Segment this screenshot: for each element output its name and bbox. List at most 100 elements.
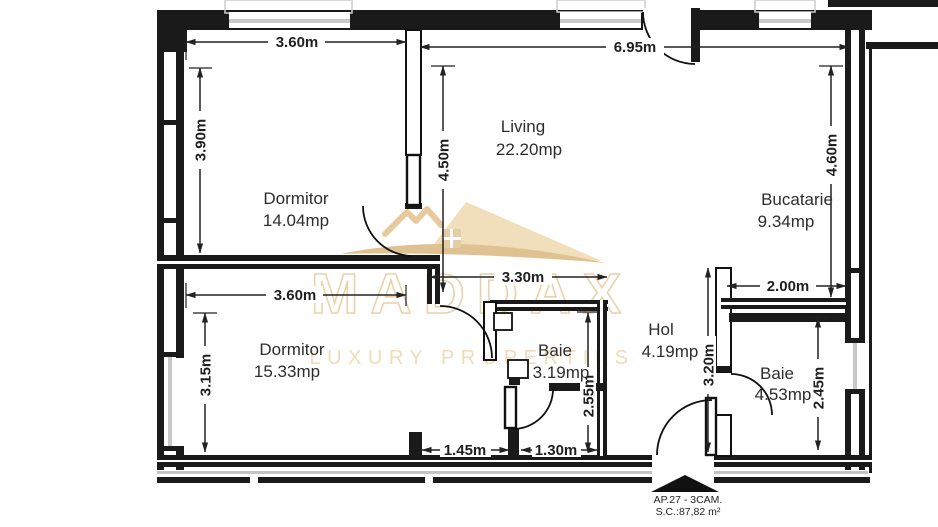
room-label-baie2: Baie 4.53mp (755, 364, 812, 404)
dim-dorm1-width: 3.60m (276, 34, 319, 51)
windows (164, 0, 865, 446)
room-label-living: Living 22.20mp (496, 117, 562, 159)
logo-small-roof (382, 206, 444, 237)
wall-hol-east-upper (715, 267, 732, 373)
fixture-base (509, 377, 520, 385)
wall-accent (157, 471, 868, 474)
room-label-hol: Hol 4.19mp (642, 320, 699, 361)
wall-stripe (490, 304, 608, 307)
wall-stripe (157, 460, 872, 462)
wall-stub (409, 432, 422, 456)
dim-kitchen-width: 2.00m (767, 278, 810, 295)
wall-stripe (157, 261, 440, 264)
door-swing-arc (439, 305, 493, 359)
dim-hall-width: 3.30m (502, 269, 545, 286)
room-area: 15.33mp (254, 362, 320, 381)
dim-dorm1-height: 3.90m (193, 119, 210, 162)
toilet-fixture (493, 312, 513, 331)
room-name: Dormitor (259, 340, 325, 359)
wall-baie2-north (729, 313, 846, 322)
wall-segment (828, 0, 938, 7)
wall-segment (859, 10, 865, 470)
dim-kitchen-height: 4.60m (824, 134, 841, 177)
logo-swoosh (340, 243, 606, 263)
wall-tie (164, 120, 176, 125)
wall-tie (164, 218, 176, 223)
dim-living-width: 6.95m (614, 39, 657, 56)
dim-dorm2-width: 3.60m (274, 287, 317, 304)
wall-stub (508, 428, 519, 456)
door-dormitor1 (362, 153, 422, 257)
room-area: 4.19mp (642, 342, 699, 361)
room-name: Dormitor (263, 189, 329, 208)
room-name: Hol (648, 320, 674, 339)
room-area: 3.19mp (533, 363, 590, 382)
wall-tie (164, 352, 176, 357)
wall-baie1-west (483, 301, 497, 361)
wall-joint (250, 477, 258, 483)
apartment-area: S.C.:87,82 m² (656, 506, 721, 518)
window-bucatarie (759, 12, 811, 28)
wall-baie1-south (549, 383, 607, 391)
apartment-id: AP.27 - 3CAM. (654, 494, 723, 506)
wall-stripe (432, 269, 435, 304)
wall-hol-east-lower (715, 414, 732, 457)
entrance-marker: AP.27 - 3CAM. S.C.:87,82 m² (651, 475, 722, 518)
door-swing-arc (656, 399, 713, 456)
wall-segment (869, 45, 872, 473)
room-name: Baie (538, 341, 572, 360)
door-hinge (716, 366, 731, 372)
window-dormitor1 (229, 12, 350, 28)
door-baie2 (730, 373, 773, 416)
wall-segment (845, 10, 851, 470)
dim-living-height: 4.50m (436, 139, 453, 182)
wall-segment (157, 10, 164, 470)
window-baie2-right (845, 338, 865, 394)
room-label-dormitor2: Dormitor 15.33mp (254, 340, 325, 381)
wall-stripe (721, 302, 846, 305)
door-entrance (652, 396, 718, 485)
watermark: MADDAX LUXURY PROPERTIES (309, 202, 634, 369)
watermark-house-logo (340, 202, 606, 263)
logo-window-transom (442, 237, 461, 240)
watermark-tagline: LUXURY PROPERTIES (309, 347, 634, 369)
window-living (560, 12, 641, 28)
wall-segment (176, 10, 184, 358)
wall-dorm1-living (405, 29, 422, 156)
room-area: 4.53mp (755, 385, 812, 404)
room-area: 22.20mp (496, 140, 562, 159)
room-name: Living (501, 117, 545, 136)
wall-segment (866, 42, 938, 49)
entrance-triangle-icon (651, 475, 719, 492)
room-name: Bucatarie (761, 190, 833, 209)
door-leaf (405, 153, 422, 207)
interior-walls (157, 29, 846, 457)
wall-tie (164, 446, 176, 451)
wall-joint (425, 477, 433, 483)
door-swing-arc (730, 373, 773, 416)
door-swing-arc (362, 205, 414, 257)
wall-tie (845, 268, 865, 273)
dim-bottom-seg1: 1.45m (444, 442, 487, 459)
room-label-baie1: Baie 3.19mp (533, 341, 590, 382)
doors (362, 8, 773, 485)
door-dormitor2 (439, 305, 493, 359)
window-dormitor2-left (164, 357, 176, 446)
wall-stripe (600, 300, 603, 456)
door-baie1 (503, 385, 554, 430)
dim-dorm2-height: 3.15m (198, 354, 215, 397)
door-leaf (503, 385, 518, 430)
dim-bath1-height: 2.55m (581, 375, 598, 418)
wall-segment (157, 477, 870, 483)
room-name: Baie (760, 364, 794, 383)
dim-bath2-height: 2.45m (811, 367, 828, 410)
room-area: 9.34mp (758, 212, 815, 231)
room-label-bucatarie: Bucatarie 9.34mp (758, 190, 833, 231)
dimensions: 3.60m 6.95m 3.90m 4.50m 4.60m (185, 31, 850, 459)
door-leaf (691, 8, 700, 62)
dim-hall-height: 3.20m (701, 344, 718, 387)
room-area: 14.04mp (263, 211, 329, 230)
sink-fixture (507, 359, 529, 379)
room-label-dormitor1: Dormitor 14.04mp (263, 189, 329, 230)
